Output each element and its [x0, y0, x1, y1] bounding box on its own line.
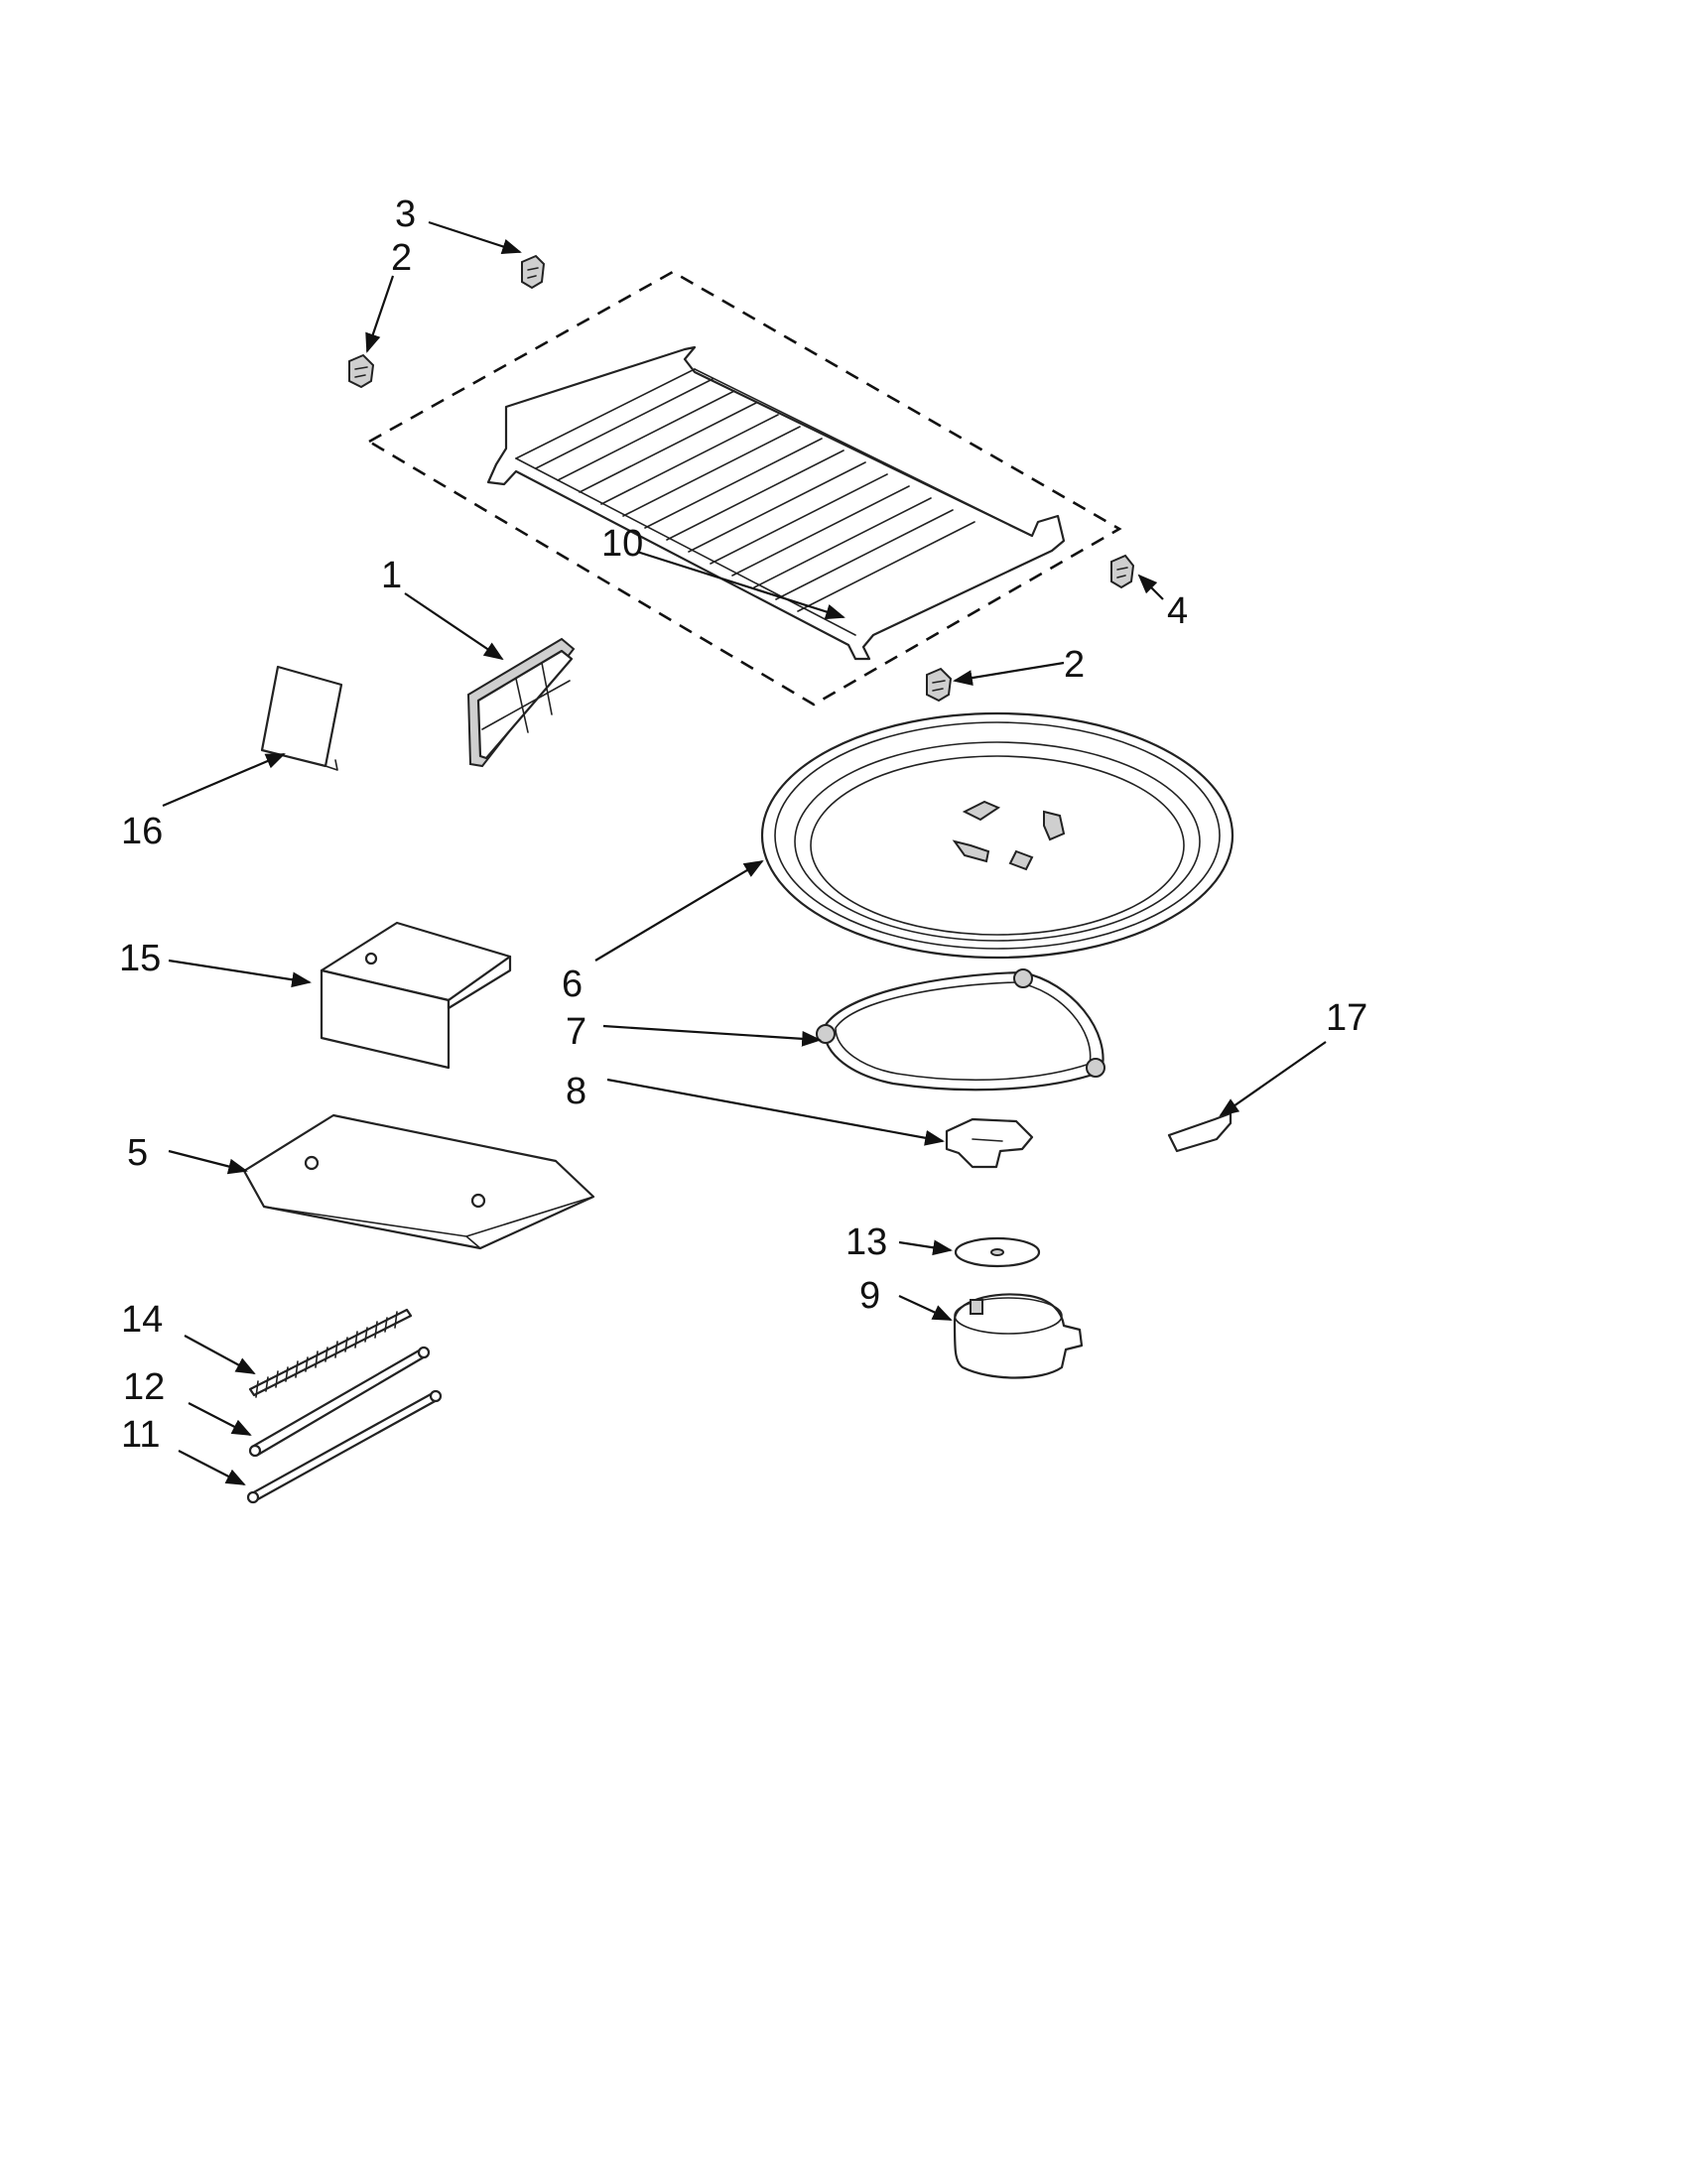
- callout-14: 14: [121, 1299, 163, 1341]
- clip-part-2-lower: [926, 667, 953, 703]
- callout-17: 17: [1326, 997, 1367, 1039]
- callout-10: 10: [601, 523, 643, 565]
- callout-8: 8: [566, 1071, 586, 1112]
- callout-2-upper: 2: [391, 237, 412, 279]
- rod-part-11: [246, 1389, 443, 1504]
- callout-4: 4: [1167, 590, 1188, 632]
- callout-13: 13: [845, 1221, 887, 1263]
- clip-part-3: [521, 254, 546, 290]
- callout-12: 12: [123, 1366, 165, 1408]
- leader-10: [636, 550, 845, 620]
- leader-5: [168, 1149, 248, 1175]
- leader-1: [404, 592, 504, 661]
- vent-panel-part-5: [242, 1113, 595, 1250]
- callout-16: 16: [121, 811, 163, 852]
- callout-6: 6: [562, 964, 583, 1005]
- clip-part-2-upper: [348, 353, 375, 389]
- roller-ring-part-7: [816, 968, 1105, 1092]
- leader-15: [168, 959, 312, 988]
- leader-11: [178, 1450, 246, 1485]
- leader-6: [594, 859, 764, 962]
- callout-1: 1: [381, 555, 402, 596]
- leader-4: [1137, 574, 1164, 600]
- wire-rack-part-10: [486, 345, 1066, 661]
- leader-lines: [162, 220, 1327, 1485]
- rod-part-12: [248, 1346, 431, 1458]
- turntable-tray-part-6: [760, 711, 1234, 960]
- leader-3: [428, 220, 522, 255]
- leader-8: [606, 1078, 945, 1146]
- callout-15: 15: [119, 938, 161, 979]
- leader-2-lower: [953, 661, 1065, 686]
- turntable-motor-part-9: [953, 1293, 1084, 1379]
- leader-7: [602, 1024, 822, 1047]
- clip-part-4: [1110, 554, 1135, 589]
- callout-11: 11: [121, 1414, 160, 1456]
- rack-assembly-dashed-outline: [366, 270, 1122, 707]
- callout-3: 3: [395, 193, 416, 235]
- brush-strip-part-14: [248, 1308, 413, 1398]
- coupler-part-8: [945, 1117, 1034, 1169]
- leader-12: [188, 1402, 252, 1436]
- callout-5: 5: [127, 1132, 148, 1174]
- bracket-part-17: [1167, 1111, 1233, 1153]
- callout-labels: 3 2 10 1 4 2 16 6 15 7 17 8 5 13 9 14 12…: [119, 193, 1367, 1456]
- leader-17: [1219, 1041, 1327, 1117]
- hub-part-13: [954, 1236, 1041, 1268]
- callout-7: 7: [566, 1011, 586, 1053]
- callout-9: 9: [859, 1275, 880, 1317]
- cover-part-15: [320, 921, 512, 1070]
- grease-filter-part-1: [466, 637, 576, 768]
- leader-9: [898, 1295, 953, 1321]
- leader-14: [184, 1335, 256, 1374]
- leader-2-upper: [365, 275, 395, 353]
- leader-16: [162, 752, 286, 808]
- callout-2-lower: 2: [1064, 644, 1085, 686]
- literature-card-part-16: [260, 665, 343, 771]
- leader-13: [898, 1239, 953, 1256]
